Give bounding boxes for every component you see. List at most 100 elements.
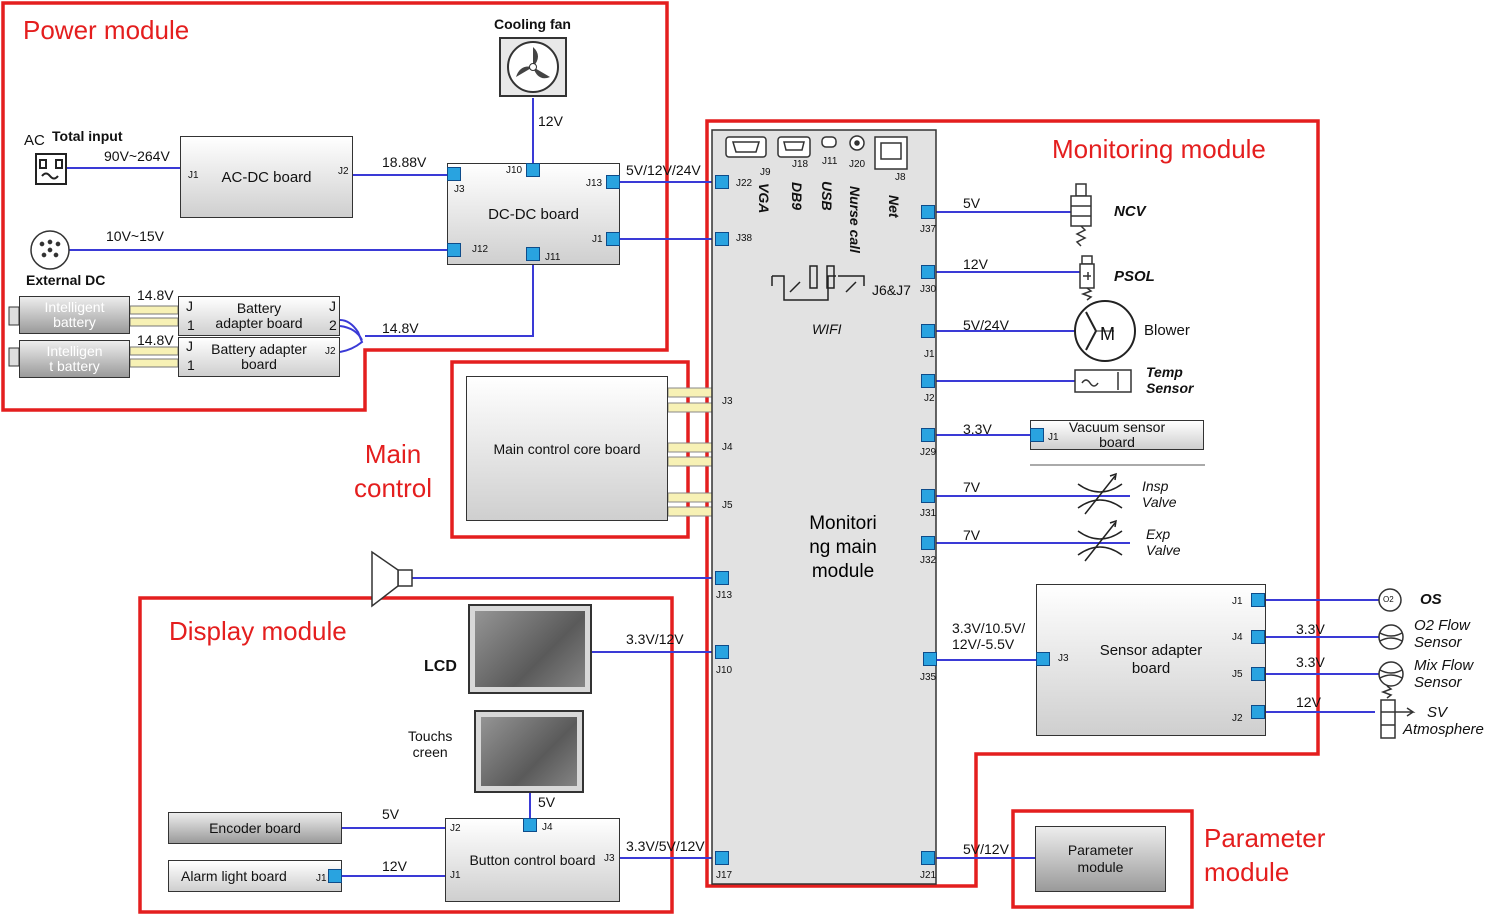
alarm-j1-connector [328, 869, 342, 883]
ac-label: AC [24, 132, 45, 149]
mon-j3-label: J3 [722, 396, 733, 407]
dcdc-j12-label: J12 [472, 244, 489, 255]
touch-voltage: 5V [538, 794, 556, 810]
blower-label: Blower [1144, 322, 1190, 339]
input-range-label: 90V~264V [104, 148, 170, 164]
main-control-title: Main control [354, 439, 433, 503]
blower-motor-icon [1074, 300, 1136, 362]
button-j4-label: J4 [542, 822, 553, 833]
encoder-board: Encoder board [168, 812, 342, 844]
sensor-adapter-j4-connector [1251, 630, 1265, 644]
monitoring-module-outline [705, 119, 1320, 888]
fan-voltage: 12V [538, 113, 563, 129]
acdc-j1-label: J1 [188, 170, 199, 181]
display-module-outline [138, 596, 674, 914]
ba1-j-right-label: J [329, 298, 336, 314]
mon-j13-label: J13 [716, 590, 733, 601]
battery-bus-voltage: 14.8V [382, 320, 419, 336]
lcd-voltage: 3.3V/12V [626, 631, 684, 647]
alarm-voltage: 12V [382, 858, 407, 874]
blower-m-label: M [1100, 324, 1115, 344]
mon-j31-connector [921, 489, 935, 503]
mon-j8-label: J8 [895, 172, 906, 183]
mon-j22-connector [715, 175, 729, 189]
dcdc-output-voltage: 5V/12V/24V [626, 162, 701, 178]
battery-adapter-board-1: Battery adapter board [178, 296, 340, 336]
ba2-j2-label: J2 [325, 346, 336, 357]
sensor-adapter-j2-label: J2 [1232, 713, 1243, 724]
os-sensor-icon [1378, 588, 1402, 612]
exp-valve-label: Exp Valve [1146, 526, 1181, 559]
mon-j38-label: J38 [736, 233, 753, 244]
nurse-call-label: Nurse call [847, 186, 864, 253]
power-module-title: Power module [23, 15, 190, 45]
intelligent-battery-1: Intelligent battery [19, 296, 130, 334]
ba2-1-label: 1 [187, 357, 195, 373]
psol-voltage: 12V [963, 256, 988, 272]
mix-flow-sensor-label: Mix Flow Sensor [1414, 657, 1474, 692]
mon-j2-connector [921, 374, 935, 388]
dcdc-j3-label: J3 [454, 184, 465, 195]
sensor-adapter-j3-connector [1036, 652, 1050, 666]
ncv-voltage: 5V [963, 195, 981, 211]
ac-socket-icon [35, 153, 67, 185]
ba1-j-label: J [186, 298, 193, 314]
mon-j21-connector [921, 851, 935, 865]
mix-flow-sensor-icon [1378, 661, 1404, 687]
monitoring-main-module-board [711, 129, 937, 885]
mon-j1-connector [921, 324, 935, 338]
intelligent-battery-2: Intelligen t battery [19, 340, 130, 378]
dcdc-j10-label: J10 [506, 165, 523, 176]
sensor-adapter-board: Sensor adapter board [1036, 584, 1266, 736]
sensor-adapter-j5-connector [1251, 667, 1265, 681]
external-dc-connector-icon [30, 230, 70, 270]
mon-j9-label: J9 [760, 167, 771, 178]
dcdc-j10-connector [526, 163, 540, 177]
ba1-2-label: 2 [329, 317, 337, 333]
mon-j29-label: J29 [920, 447, 937, 458]
sensor-adapter-j5-label: J5 [1232, 669, 1243, 680]
touchscreen [474, 710, 584, 793]
ba2-j-label: J [186, 338, 193, 354]
sensor-adapter-j1-connector [1251, 593, 1265, 607]
touchscreen-label: Touchs creen [408, 728, 453, 761]
button-j2-label: J2 [450, 823, 461, 834]
psol-label: PSOL [1114, 268, 1155, 285]
mon-j38-connector [715, 232, 729, 246]
battery-2-voltage: 14.8V [137, 332, 174, 348]
sv-atmosphere-label: SV Atmosphere [1403, 704, 1484, 739]
temp-sensor-label: Temp Sensor [1146, 364, 1194, 397]
j6j7-label: J6&J7 [872, 282, 911, 298]
parameter-module-title: Parameter module [1204, 823, 1326, 887]
mon-j17-label: J17 [716, 870, 733, 881]
ncv-label: NCV [1114, 203, 1146, 220]
sv-valve-icon [1380, 685, 1416, 739]
lcd-screen [468, 604, 592, 694]
db9-label: DB9 [789, 182, 806, 211]
monitoring-module-title: Monitoring module [1052, 134, 1266, 164]
o2-flow-sensor-icon [1378, 624, 1404, 650]
mon-j35-connector [923, 652, 937, 666]
mon-j13-connector [715, 571, 729, 585]
acdc-output-voltage: 18.88V [382, 154, 427, 170]
wifi-label: WIFI [812, 321, 842, 337]
button-j4-connector [523, 818, 537, 832]
mon-j17-connector [715, 851, 729, 865]
cooling-fan-icon [499, 37, 567, 97]
net-label: Net [886, 195, 903, 218]
exp-valve-icon [1077, 519, 1123, 562]
o2-flow-voltage: 3.3V [1296, 621, 1325, 637]
external-dc-voltage: 10V~15V [106, 228, 164, 244]
wifi-connector-icon [771, 265, 865, 301]
mon-j29-connector [921, 428, 935, 442]
mon-j5-label: J5 [722, 500, 733, 511]
usb-label: USB [819, 181, 836, 211]
mon-j30-label: J30 [920, 284, 937, 295]
mon-j4-label: J4 [722, 442, 733, 453]
sv-voltage: 12V [1296, 694, 1321, 710]
blower-voltage: 5V/24V [963, 317, 1009, 333]
vacuum-j1-label: J1 [1048, 432, 1059, 443]
battery-adapter-board-2: Battery adapter board [178, 337, 340, 377]
parameter-voltage: 5V/12V [963, 841, 1009, 857]
